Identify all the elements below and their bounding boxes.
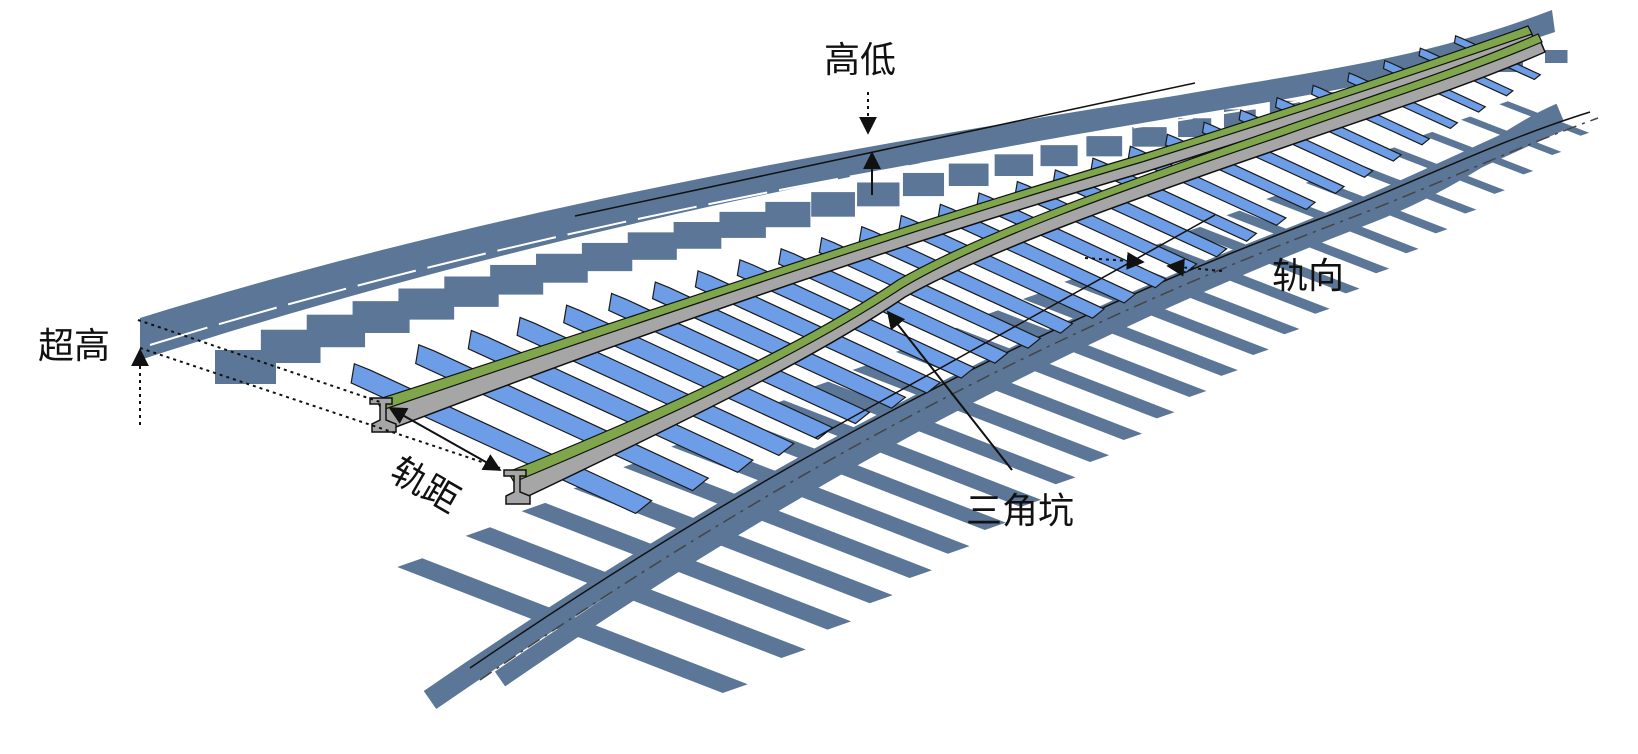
shadow-sleeper	[671, 439, 970, 554]
profile-tooth	[1086, 136, 1123, 157]
shadow-sleeper	[1022, 293, 1238, 376]
shadow-sleeper	[623, 459, 932, 579]
shadow-rails	[469, 111, 1599, 681]
profile-tooth	[673, 222, 722, 249]
profile-tooth	[536, 253, 588, 283]
sleeper	[818, 236, 1042, 349]
shadow-sleeper	[808, 381, 1076, 485]
rails	[369, 25, 1546, 505]
sleeper	[937, 203, 1137, 304]
label-gauge: 轨距	[384, 450, 467, 522]
profile-tooth	[857, 182, 900, 207]
alignment-guide-line	[814, 214, 1216, 439]
profile-tooth	[902, 172, 945, 197]
profile-tooth	[994, 154, 1034, 177]
label-alignment: 轨向	[1272, 256, 1344, 297]
profile-tooth	[1132, 127, 1167, 147]
shadow-rail-band	[494, 103, 1564, 687]
sleeper	[898, 214, 1106, 319]
label-elevation: 高低	[824, 40, 896, 81]
right-rail-profile-end	[503, 469, 531, 505]
profile-tooth	[444, 276, 499, 307]
profile-tooth	[490, 264, 544, 295]
sleeper	[1052, 169, 1228, 258]
sleeper	[651, 281, 907, 409]
sleeper	[608, 292, 871, 425]
sleeper	[777, 247, 1009, 364]
shadow-rail-left	[469, 111, 1591, 669]
right-rail-head	[507, 33, 1543, 483]
profile-tooth	[811, 192, 855, 217]
sleeper	[858, 225, 1074, 334]
profile-tooth	[627, 232, 677, 260]
shadow-sleeper	[763, 400, 1042, 507]
profile-tooth	[581, 242, 633, 272]
sleeper	[1090, 157, 1258, 242]
label-superelevation: 超高	[38, 326, 110, 367]
label-twist: 三角坑	[966, 491, 1074, 532]
gauge-arrow	[388, 407, 502, 471]
shadow-sleeper	[573, 480, 893, 604]
superelevation-dotted-top	[137, 319, 381, 403]
elevation-reference-line	[574, 82, 1196, 217]
profile-tooth	[765, 201, 811, 228]
alignment-dotted-leader-left	[1084, 251, 1145, 270]
profile-tooth	[948, 163, 989, 186]
shadow-sleepers	[397, 101, 1590, 710]
profile-tooth	[719, 211, 766, 238]
twist-arrow	[886, 310, 1013, 471]
elevation-profile-band	[140, 10, 1555, 360]
profile-tooth	[1040, 145, 1078, 167]
alignment-dotted-leader-right	[1166, 258, 1223, 277]
shadow-sleeper	[980, 310, 1207, 398]
annotations: 高低 轨向 超高 轨距 三角坑	[38, 40, 1344, 532]
profile-tooth	[1545, 50, 1568, 63]
sleeper	[1127, 145, 1288, 227]
shadow-sleeper	[1145, 243, 1330, 314]
left-rail-head	[375, 25, 1533, 411]
